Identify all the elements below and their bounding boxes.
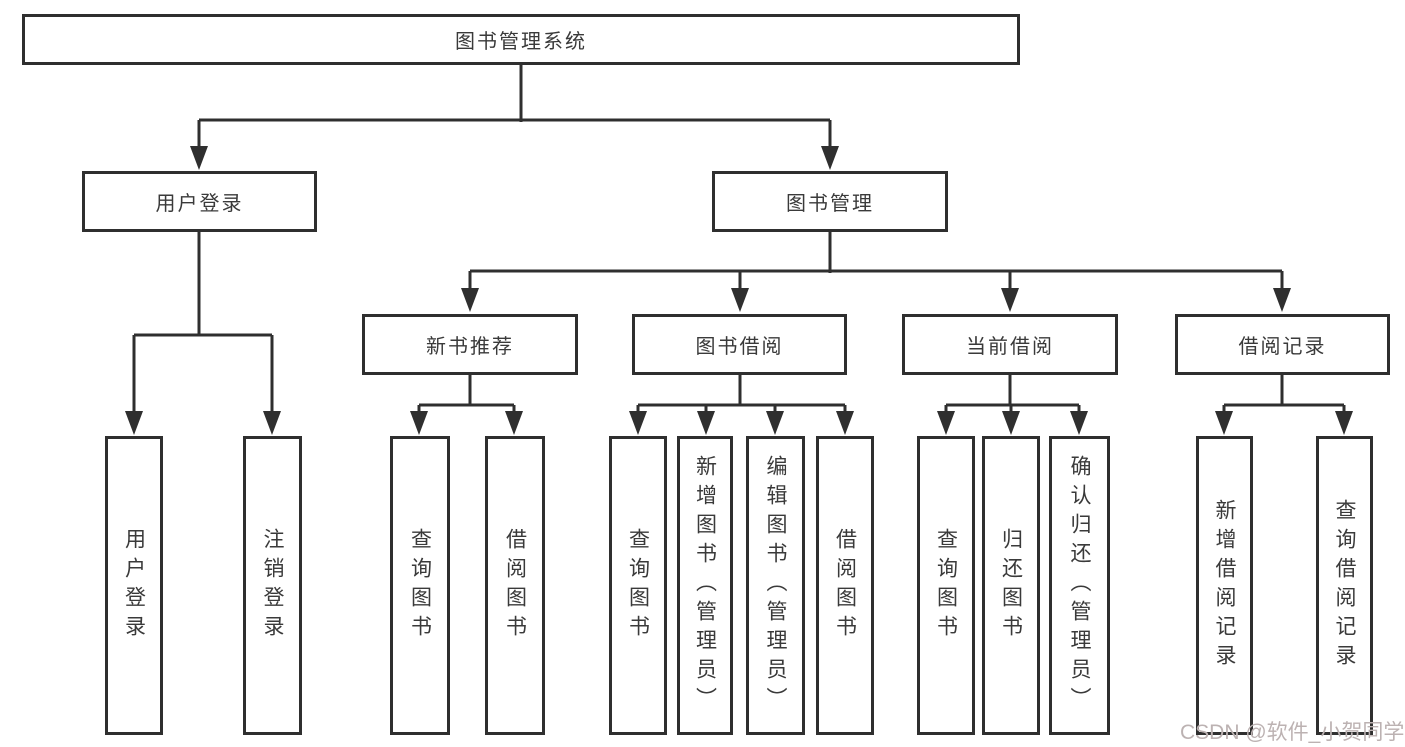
node-current-borrowing: 当前借阅 bbox=[902, 314, 1118, 375]
node-book-management: 图书管理 bbox=[712, 171, 948, 232]
node-label: 确认归还（管理员） bbox=[1068, 455, 1091, 716]
node-label: 新书推荐 bbox=[426, 336, 514, 358]
node-user-login: 用户登录 bbox=[82, 171, 317, 232]
node-book-borrowing: 图书借阅 bbox=[632, 314, 847, 375]
node-label: 查询图书 bbox=[934, 527, 958, 644]
node-label: 编辑图书（管理员） bbox=[764, 455, 787, 716]
node-label: 查询图书 bbox=[408, 527, 432, 644]
node-label: 图书管理系统 bbox=[455, 31, 587, 53]
node-leaf-query-books: 查询图书 bbox=[917, 436, 975, 735]
node-label: 用户登录 bbox=[122, 527, 146, 644]
node-label: 查询图书 bbox=[626, 527, 650, 644]
node-new-book-recommend: 新书推荐 bbox=[362, 314, 578, 375]
node-library-management-system: 图书管理系统 bbox=[22, 14, 1020, 65]
node-leaf-query-borrow-record: 查询借阅记录 bbox=[1316, 436, 1373, 735]
node-label: 图书管理 bbox=[786, 193, 874, 215]
node-label: 查询借阅记录 bbox=[1333, 498, 1356, 673]
node-label: 归还图书 bbox=[999, 527, 1023, 644]
arrowheads bbox=[125, 146, 1353, 435]
node-leaf-add-borrow-record: 新增借阅记录 bbox=[1196, 436, 1253, 735]
node-label: 借阅图书 bbox=[833, 527, 857, 644]
node-label: 新增借阅记录 bbox=[1213, 498, 1236, 673]
node-label: 借阅图书 bbox=[503, 527, 527, 644]
node-leaf-borrow-books: 借阅图书 bbox=[485, 436, 545, 735]
node-label: 借阅记录 bbox=[1238, 336, 1327, 358]
csdn-watermark: CSDN @软件_小贺同学 bbox=[1180, 721, 1405, 744]
node-leaf-logout: 注销登录 bbox=[243, 436, 302, 735]
node-leaf-query-books: 查询图书 bbox=[609, 436, 667, 735]
node-leaf-borrow-books: 借阅图书 bbox=[816, 436, 874, 735]
node-leaf-edit-book-admin: 编辑图书（管理员） bbox=[746, 436, 805, 735]
node-label: 当前借阅 bbox=[966, 336, 1054, 358]
node-leaf-query-books: 查询图书 bbox=[390, 436, 450, 735]
node-label: 用户登录 bbox=[155, 193, 244, 215]
node-leaf-confirm-return-admin: 确认归还（管理员） bbox=[1049, 436, 1110, 735]
node-label: 新增图书（管理员） bbox=[693, 455, 717, 716]
node-leaf-user-login: 用户登录 bbox=[105, 436, 163, 735]
connector-stems bbox=[132, 65, 1346, 415]
node-label: 图书借阅 bbox=[695, 336, 784, 358]
node-leaf-return-books: 归还图书 bbox=[982, 436, 1040, 735]
node-label: 注销登录 bbox=[261, 527, 284, 644]
node-borrowing-records: 借阅记录 bbox=[1175, 314, 1390, 375]
node-leaf-add-book-admin: 新增图书（管理员） bbox=[677, 436, 733, 735]
